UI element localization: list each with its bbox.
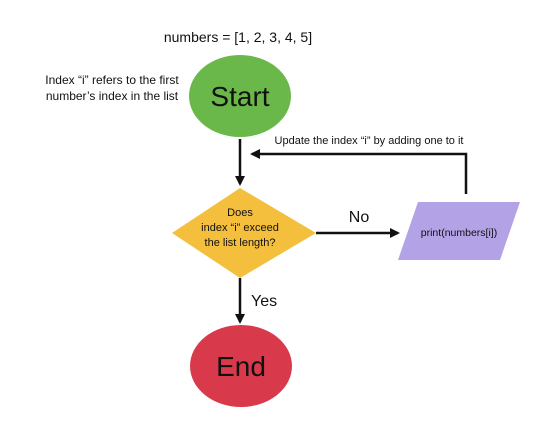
start-node	[189, 55, 291, 137]
yes-label: Yes	[251, 293, 277, 310]
arrow-loop-back	[250, 149, 468, 194]
index-note-line1: Index “i” refers to the first	[45, 73, 179, 87]
process-node	[398, 202, 520, 260]
decision-label-line3: the list length?	[205, 237, 276, 249]
process-label: print(numbers[i])	[421, 227, 497, 239]
update-index-note: Update the index “i” by adding one to it	[275, 135, 464, 147]
end-node	[190, 325, 292, 407]
decision-node	[172, 188, 316, 278]
end-label: End	[216, 351, 266, 382]
decision-label-line1: Does	[227, 207, 253, 219]
no-label: No	[349, 209, 370, 226]
index-note-line2: number’s index in the list	[46, 89, 179, 103]
start-label: Start	[210, 81, 269, 112]
list-definition-label: numbers = [1, 2, 3, 4, 5]	[164, 29, 312, 45]
decision-label-line2: index “i” exceed	[201, 222, 279, 234]
